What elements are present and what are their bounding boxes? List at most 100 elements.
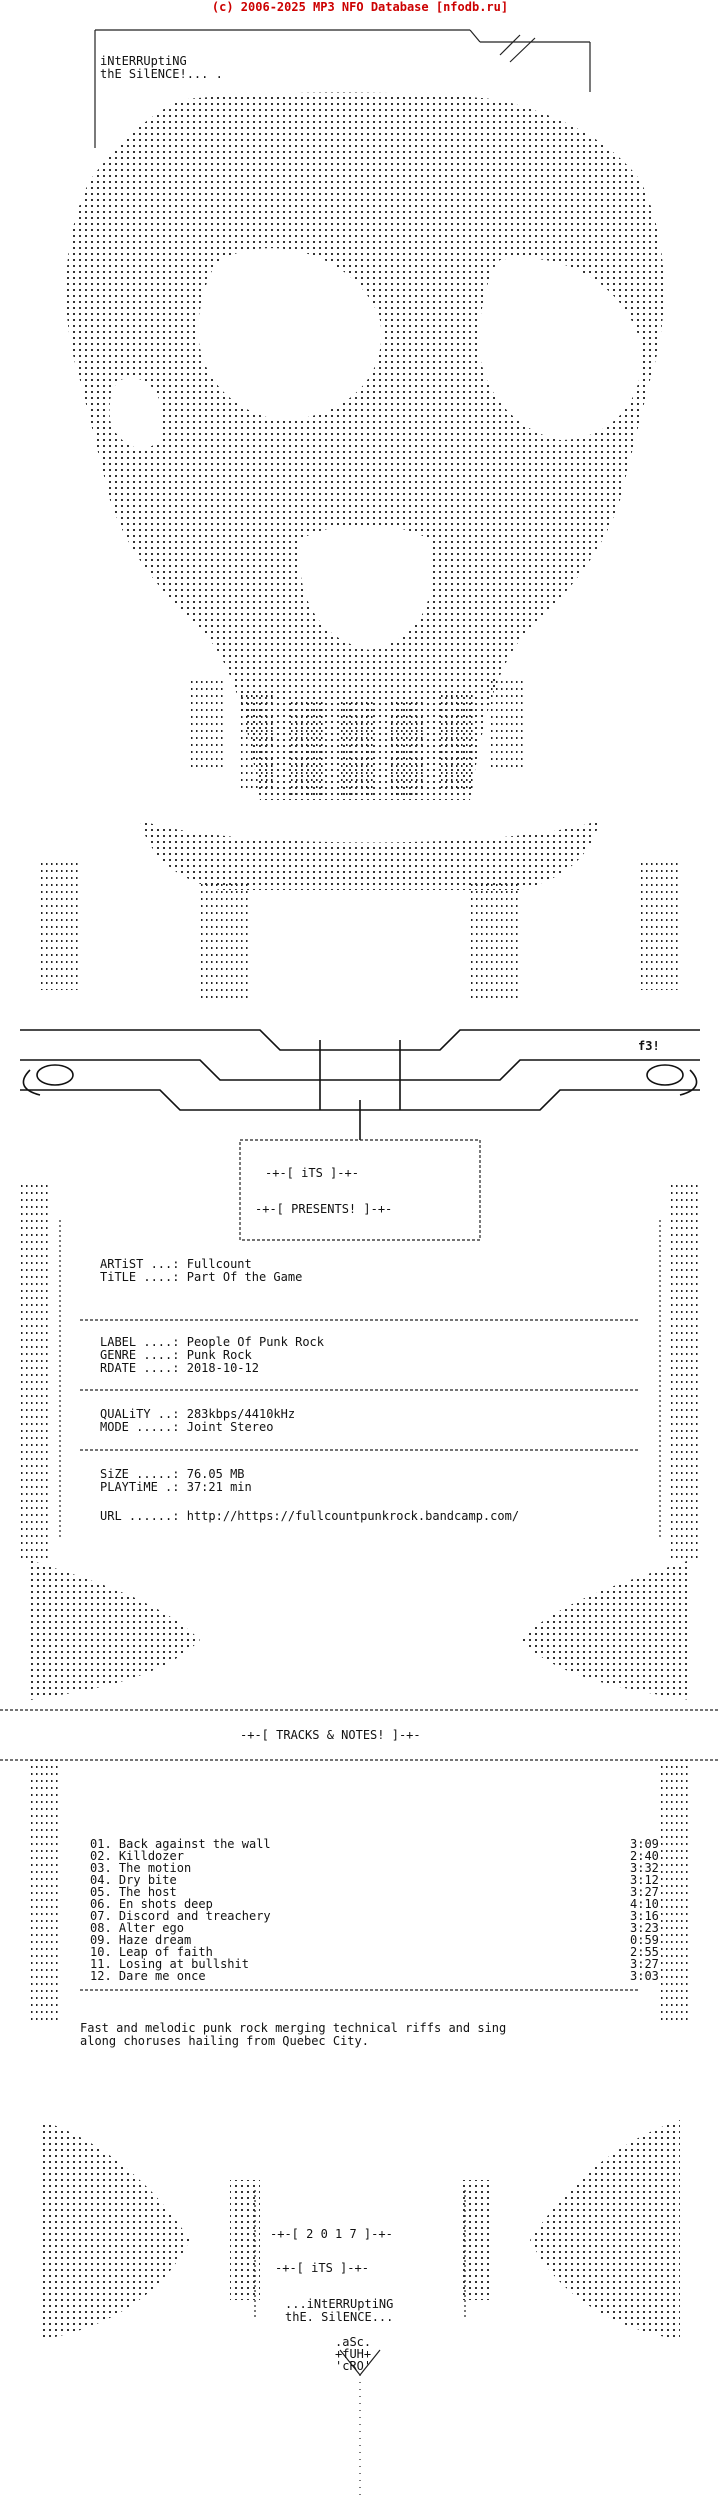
presents-its: -+-[ iTS ]-+- (265, 1166, 359, 1180)
mode-value: Joint Stereo (186, 1420, 274, 1434)
size-value: 76.05 MB (186, 1467, 245, 1481)
track-number: 12. (90, 1969, 112, 1983)
artist-value: Fullcount (186, 1257, 252, 1271)
track-number: 09. (90, 1933, 112, 1947)
url-row: URL ......: http://https://fullcountpunk… (100, 1510, 519, 1522)
track-number: 10. (90, 1945, 112, 1959)
track-title: The motion (118, 1861, 192, 1875)
footer-credit-3: 'cRO' (335, 2359, 372, 2373)
tracks-frame (0, 1709, 720, 1991)
track-number: 02. (90, 1849, 112, 1863)
track-title: En shots deep (118, 1897, 213, 1911)
track-time: 3:23 (630, 1921, 659, 1935)
url-label: URL ......: (100, 1509, 180, 1523)
track-time: 3:12 (630, 1873, 659, 1887)
size-label: SiZE .....: (100, 1467, 180, 1481)
track-time: 3:09 (630, 1837, 659, 1851)
group-tag: f3! (638, 1039, 660, 1053)
genre-value: Punk Rock (186, 1348, 252, 1362)
track-title: The host (118, 1885, 177, 1899)
title-value: Part Of the Game (186, 1270, 303, 1284)
url-value[interactable]: http://https://fullcountpunkrock.bandcam… (186, 1509, 520, 1523)
track-number: 07. (90, 1909, 112, 1923)
group-name-line2: thE SilENCE!... . (100, 67, 223, 81)
title-label: TiTLE ....: (100, 1270, 180, 1284)
footer-credit-2: +fUH+ (335, 2347, 372, 2361)
track-number: 08. (90, 1921, 112, 1935)
track-row: 05. The host 3:27 (90, 1885, 659, 1899)
logo-band (20, 1029, 700, 1140)
track-row: 01. Back against the wall 3:09 (90, 1837, 659, 1851)
track-time: 3:27 (630, 1957, 659, 1971)
playtime-label: PLAYTiME .: (100, 1480, 180, 1494)
track-title: Leap of faith (118, 1945, 213, 1959)
quality-row: QUALiTY ..: 283kbps/4410kHz (100, 1408, 295, 1420)
skull-jaw (140, 820, 600, 890)
eye-sockets (109, 248, 642, 650)
skull-teeth (190, 680, 525, 800)
copyright-header: (c) 2006-2025 MP3 NFO Database [nfodb.ru… (211, 0, 509, 14)
group-name-line1: iNtERRUptiNG (100, 54, 187, 68)
track-time: 3:16 (630, 1909, 659, 1923)
track-title: Dry bite (118, 1873, 177, 1887)
genre-row: GENRE ....: Punk Rock (100, 1349, 252, 1361)
info-frame (59, 1220, 661, 1540)
track-row: 08. Alter ego 3:23 (90, 1921, 659, 1935)
mode-row: MODE .....: Joint Stereo (100, 1421, 273, 1433)
playtime-value: 37:21 min (186, 1480, 252, 1494)
track-time: 4:10 (630, 1897, 659, 1911)
side-pillars (40, 860, 680, 1000)
notes-line2: along choruses hailing from Quebec City. (80, 2034, 369, 2048)
tracklist: 01. Back against the wall 3:09 02. Killdo… (90, 1837, 659, 1988)
track-row: 12. Dare me once 3:03 (90, 1969, 659, 1983)
track-time: 2:40 (630, 1849, 659, 1863)
track-row: 02. Killdozer 2:40 (90, 1849, 659, 1863)
track-title: Killdozer (118, 1849, 184, 1863)
header-frame (94, 29, 591, 148)
footer-its: -+-[ iTS ]-+- (275, 2261, 369, 2275)
footer-year: -+-[ 2 0 1 7 ]-+- (270, 2227, 393, 2241)
track-title: Alter ego (118, 1921, 184, 1935)
track-title: Haze dream (118, 1933, 192, 1947)
track-row: 04. Dry bite 3:12 (90, 1873, 659, 1887)
track-title: Dare me once (118, 1969, 206, 1983)
label-row: LABEL ....: People Of Punk Rock (100, 1336, 324, 1348)
track-time: 2:55 (630, 1945, 659, 1959)
mode-label: MODE .....: (100, 1420, 180, 1434)
track-row: 07. Discord and treachery 3:16 (90, 1909, 659, 1923)
track-time: 3:03 (630, 1969, 659, 1983)
artist-label: ARTiST ...: (100, 1257, 180, 1271)
footer-group-line2: thE. SilENCE... (285, 2310, 394, 2324)
track-time: 3:27 (630, 1885, 659, 1899)
artist-row: ARTiST ...: Fullcount (100, 1258, 252, 1270)
track-number: 04. (90, 1873, 112, 1887)
quality-label: QUALiTY ..: (100, 1407, 180, 1421)
track-title: Back against the wall (118, 1837, 271, 1851)
presents-label: -+-[ PRESENTS! ]-+- (255, 1202, 393, 1216)
track-number: 01. (90, 1837, 112, 1851)
track-row: 06. En shots deep 4:10 (90, 1897, 659, 1911)
middle-ornaments (30, 1560, 690, 1700)
footer-credit-1: .aSc. (335, 2335, 372, 2349)
tracks-side-dots (30, 1760, 690, 2020)
footer-group-line1: ...iNtERRUptiNG (285, 2297, 394, 2311)
skull-art (66, 92, 664, 800)
track-row: 10. Leap of faith 2:55 (90, 1945, 659, 1959)
label-value: People Of Punk Rock (186, 1335, 324, 1349)
label-label: LABEL ....: (100, 1335, 180, 1349)
presents-box (239, 1139, 481, 1241)
track-title: Discord and treachery (118, 1909, 271, 1923)
playtime-row: PLAYTiME .: 37:21 min (100, 1481, 252, 1493)
size-row: SiZE .....: 76.05 MB (100, 1468, 245, 1480)
track-time: 0:59 (630, 1933, 659, 1947)
track-number: 06. (90, 1897, 112, 1911)
notes-line1: Fast and melodic punk rock merging techn… (80, 2021, 507, 2035)
track-number: 05. (90, 1885, 112, 1899)
quality-value: 283kbps/4410kHz (186, 1407, 296, 1421)
rdate-value: 2018-10-12 (186, 1361, 259, 1375)
track-row: 09. Haze dream 0:59 (90, 1933, 659, 1947)
tracks-header: -+-[ TRACKS & NOTES! ]-+- (240, 1728, 421, 1742)
